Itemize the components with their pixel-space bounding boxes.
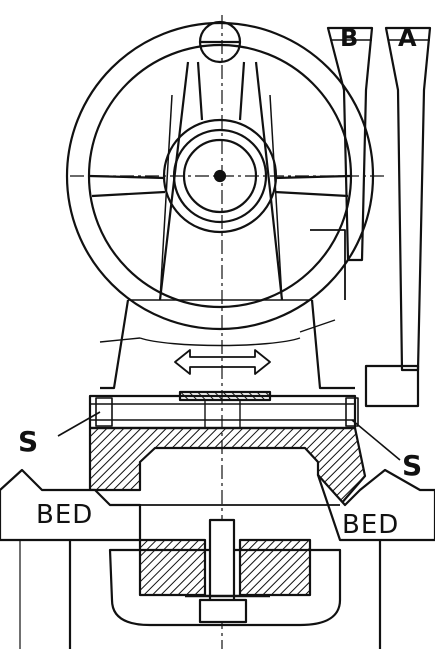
clamp-plate <box>108 548 342 627</box>
label-screw-left: S <box>18 425 39 458</box>
spoke-left <box>89 174 166 198</box>
leader-left <box>57 411 101 437</box>
leader-right <box>351 419 401 461</box>
saddle-left-side <box>100 299 130 390</box>
lever-b <box>326 26 374 262</box>
hub-inner <box>182 138 258 214</box>
gib-screw <box>89 403 356 421</box>
handwheel-rim-inner <box>87 43 353 309</box>
hub-center <box>213 169 227 183</box>
clamp-block-left <box>138 538 207 597</box>
saddle-casting <box>88 426 367 507</box>
spoke-right <box>274 174 351 198</box>
lever-a <box>384 26 432 372</box>
label-bed-left: BED <box>36 500 94 530</box>
lever-block <box>364 364 420 408</box>
label-bed-right: BED <box>342 510 400 540</box>
clamp-block-right <box>238 538 312 597</box>
label-handle-a: A <box>398 24 417 52</box>
label-handle-b: B <box>340 24 359 52</box>
bed-right <box>316 468 435 542</box>
spoke-top <box>196 61 246 121</box>
traverse-arrow <box>174 349 271 375</box>
hub-middle <box>172 128 268 224</box>
saddle-right-side <box>310 299 355 390</box>
handwheel-rim-outer <box>65 21 375 331</box>
bed-left <box>0 468 142 542</box>
hub-outer <box>162 118 278 234</box>
label-screw-right: S <box>402 449 423 482</box>
